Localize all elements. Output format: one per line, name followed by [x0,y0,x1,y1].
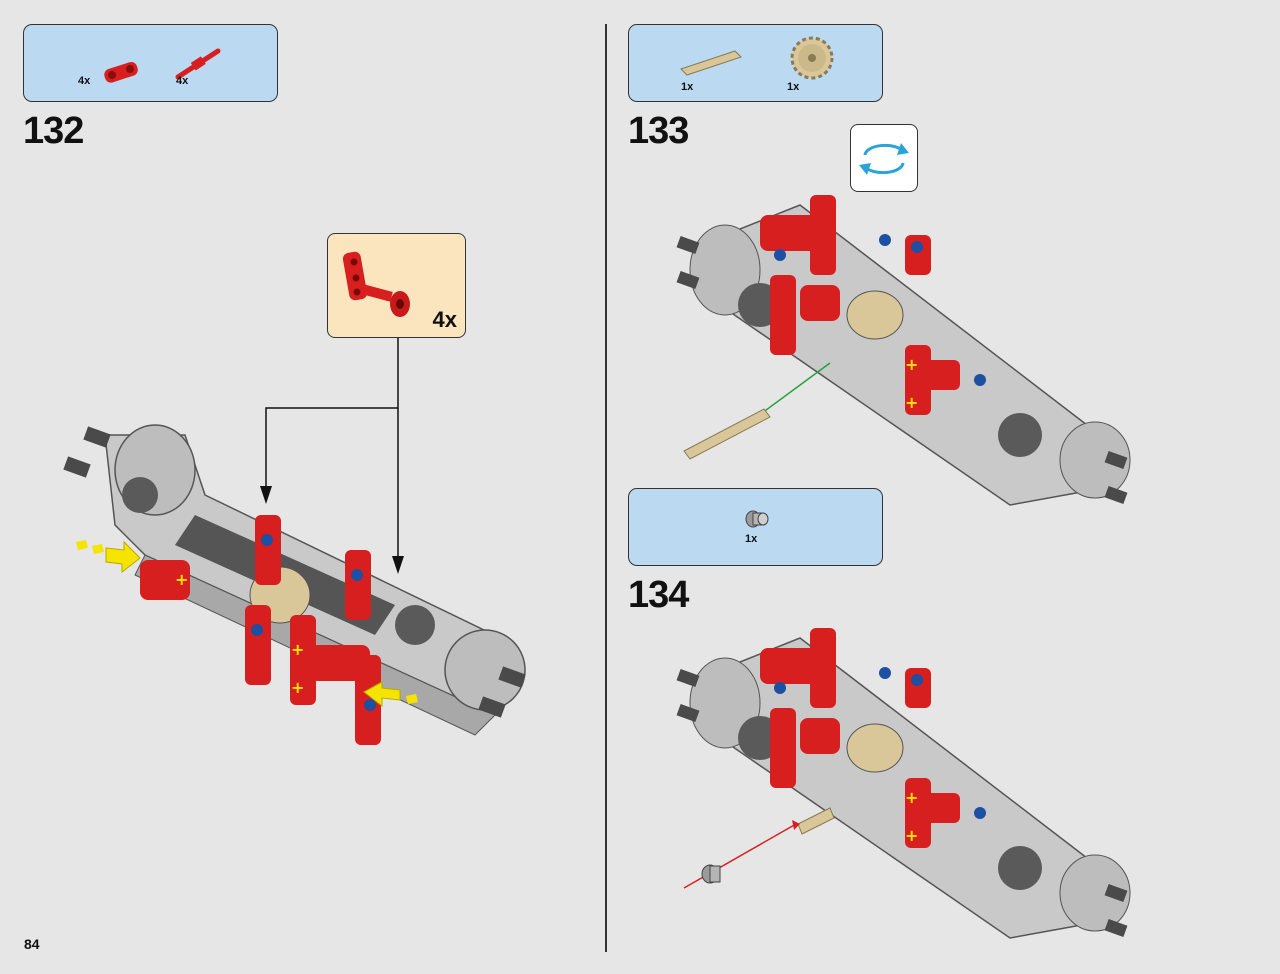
svg-text:+: + [905,393,918,412]
svg-text:+: + [905,788,918,807]
svg-text:+: + [175,570,188,589]
page-divider [605,24,607,952]
step-number-134: 134 [628,574,689,616]
tan-gear-part-icon [790,36,834,80]
model-illustration-132: + + + [63,424,526,745]
rotate-model-box [850,124,918,192]
callout-qty: 4x [432,307,457,332]
model-illustration-133: + + [676,195,1131,506]
tan-axle-part-icon [680,50,742,76]
red-connector-part-icon [104,61,138,83]
svg-text:+: + [905,355,918,374]
step-number-132: 132 [23,110,84,152]
parts-list-133: 1x 1x [628,24,883,102]
part-qty: 1x [745,533,758,545]
parts-list-134: 1x [628,488,883,566]
model-illustration-134: + + [676,628,1131,939]
red-subassembly-part-icon [342,251,410,317]
yellow-arrow-icon [76,540,141,574]
callout-box-132: 4x [327,233,466,338]
gray-bushing-part-icon [745,510,769,528]
yellow-arrow-icon [363,681,418,708]
step-number-133: 133 [628,110,689,152]
page-number: 84 [24,936,40,952]
part-qty: 4x [78,75,91,87]
part-qty: 1x [681,81,694,93]
svg-text:+: + [291,640,304,659]
svg-text:+: + [905,826,918,845]
svg-text:+: + [291,678,304,697]
red-axle-pin-part-icon [175,48,221,80]
rotate-model-icon [859,143,909,175]
part-qty: 1x [787,81,800,93]
parts-list-132: 4x 4x [23,24,278,102]
part-qty: 4x [176,75,189,87]
